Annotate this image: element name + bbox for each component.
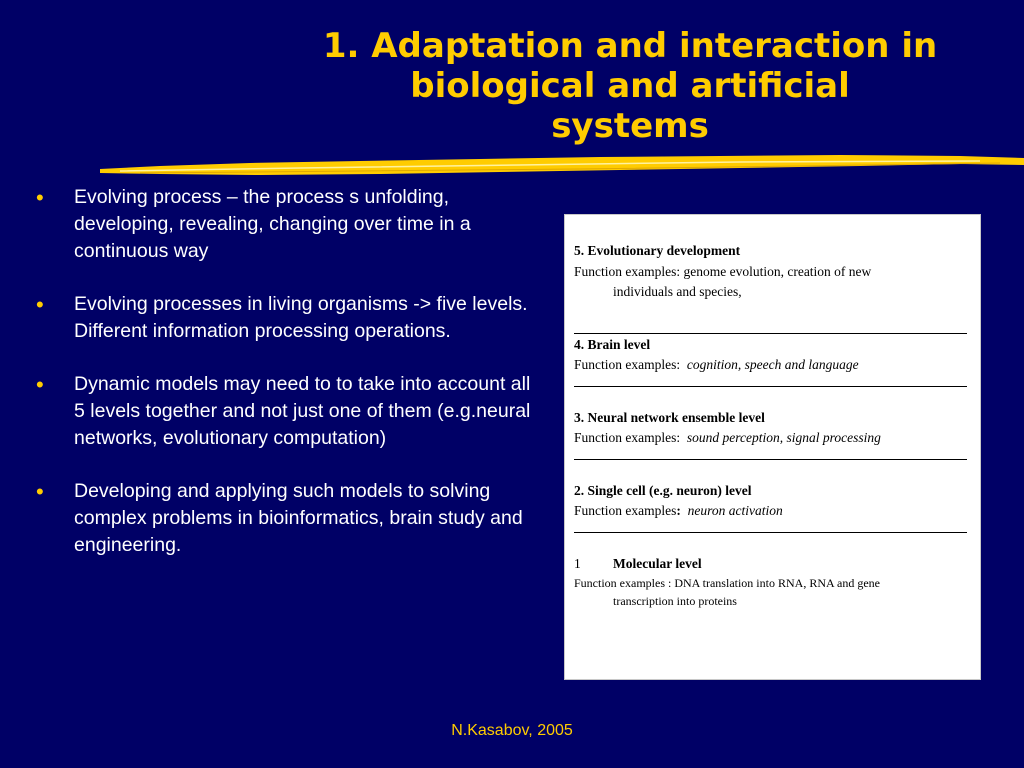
level4-examples: Function examples: cognition, speech and… [574, 355, 980, 376]
level2-prefix: Function examples [574, 503, 677, 518]
divider-line [574, 376, 967, 387]
level3-heading: 3. Neural network ensemble level [574, 409, 765, 425]
bullet-marker: • [36, 292, 44, 317]
bullet-text: Evolving process – the process s unfoldi… [74, 186, 471, 262]
divider-line [574, 323, 967, 334]
title-underline-brush-stroke [100, 155, 1024, 175]
level2-heading: 2. Single cell (e.g. neuron) level [574, 482, 752, 498]
level2-example-text: neuron activation [687, 503, 783, 518]
level2-colon: : [676, 503, 681, 518]
bullet-list: • Evolving process – the process s unfol… [36, 184, 536, 585]
level3-prefix: Function examples: [574, 430, 687, 445]
level1-heading: Molecular level [613, 555, 702, 571]
title-line-3: systems [551, 106, 709, 146]
level4-prefix: Function examples: [574, 357, 687, 372]
title-line-2: biological and artificial [410, 66, 850, 106]
level3-example-text: sound perception, signal processing [686, 430, 881, 445]
bullet-text: Evolving processes in living organisms -… [74, 293, 528, 342]
footer-text: N.Kasabov, 2005 [451, 722, 573, 739]
level1-number: 1 [574, 555, 581, 571]
bullet-item: • Evolving process – the process s unfol… [36, 184, 536, 265]
level5-heading: 5. Evolutionary development [574, 243, 741, 258]
bullet-marker: • [36, 479, 44, 504]
spacer [574, 388, 980, 408]
bullet-marker: • [36, 372, 44, 397]
bullet-marker: • [36, 185, 44, 210]
spacer [574, 303, 980, 323]
levels-box: 5. Evolutionary development Function exa… [564, 214, 981, 680]
bullet-item: • Developing and applying such models to… [36, 478, 536, 559]
divider-line [574, 522, 967, 533]
level5-examples-line1: Function examples: genome evolution, cre… [574, 263, 872, 279]
slide-title: 1. Adaptation and interaction in biologi… [240, 26, 1020, 146]
title-line-1: 1. Adaptation and interaction in [322, 26, 938, 66]
level3-examples: Function examples: sound perception, sig… [574, 428, 980, 449]
spacer [574, 461, 980, 481]
divider-line [574, 449, 967, 460]
bullet-item: • Dynamic models may need to to take int… [36, 371, 536, 452]
level2-examples: Function examples: neuron activation [574, 501, 980, 522]
level4-example-text: cognition, speech and language [686, 357, 859, 372]
bullet-text: Dynamic models may need to to take into … [74, 373, 531, 449]
level5-examples-line2: individuals and species, [613, 284, 742, 299]
level4-heading: 4. Brain level [574, 336, 651, 352]
level1-heading-row: 1 Molecular level [574, 554, 980, 575]
bullet-text: Developing and applying such models to s… [74, 480, 523, 556]
footer-credit: N.Kasabov, 2005 [0, 722, 1024, 740]
spacer [574, 534, 980, 554]
bullet-item: • Evolving processes in living organisms… [36, 291, 536, 345]
level1-examples-line1: Function examples : DNA translation into… [574, 576, 880, 590]
level1-examples-line2: transcription into proteins [613, 594, 737, 608]
